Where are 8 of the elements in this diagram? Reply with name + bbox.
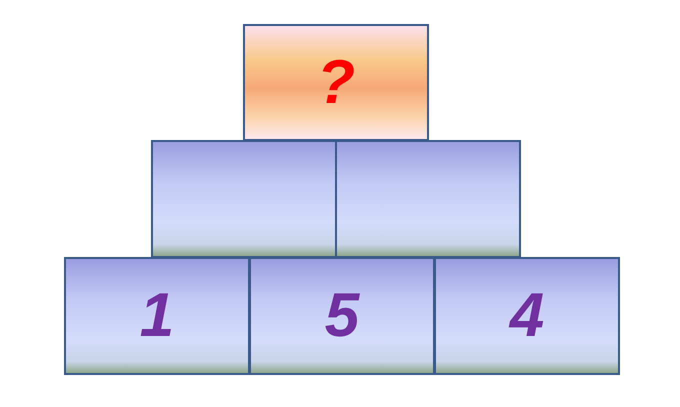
number-box (249, 257, 435, 375)
box-text: 5 (324, 285, 360, 347)
number-box (434, 257, 620, 375)
number-box (243, 24, 429, 141)
box-text: 4 (510, 285, 544, 347)
box-text: ? (317, 52, 355, 114)
box-text: 1 (140, 285, 174, 347)
number-box (64, 257, 250, 375)
